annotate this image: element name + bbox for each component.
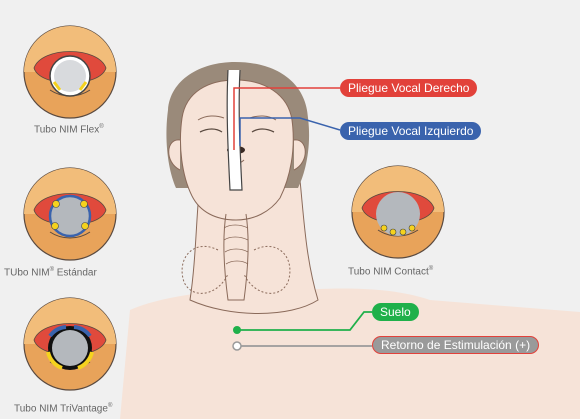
label-right-vocal-fold: Pliegue Vocal Derecho [340,79,477,97]
caption-contact-mark: ® [429,266,433,272]
caption-standard-suffix: Estándar [54,267,97,278]
caption-contact-text: Tubo NIM Contact [348,266,429,277]
caption-trivantage-text: Tubo NIM TriVantage [14,403,108,414]
label-stimulation-return: Retorno de Estimulación (+) [372,336,539,354]
caption-flex-mark: ® [99,124,103,130]
caption-flex-text: Tubo NIM Flex [34,124,99,135]
label-left-vocal-fold: Pliegue Vocal Izquierdo [340,122,481,140]
patient-figure [120,62,580,419]
return-electrode [233,342,241,350]
caption-trivantage: Tubo NIM TriVantage® [14,403,112,414]
caption-standard: TUbo NIM® Estándar [4,267,97,278]
ground-electrode [233,326,241,334]
caption-standard-text: TUbo NIM [4,267,50,278]
thumbnail-flex [24,26,116,118]
thumbnail-trivantage [24,298,116,390]
caption-flex: Tubo NIM Flex® [34,124,104,135]
thumbnail-contact [352,166,444,258]
thumbnail-standard [24,168,116,260]
caption-trivantage-mark: ® [108,403,112,409]
caption-contact: Tubo NIM Contact® [348,266,433,277]
label-ground: Suelo [372,303,419,321]
